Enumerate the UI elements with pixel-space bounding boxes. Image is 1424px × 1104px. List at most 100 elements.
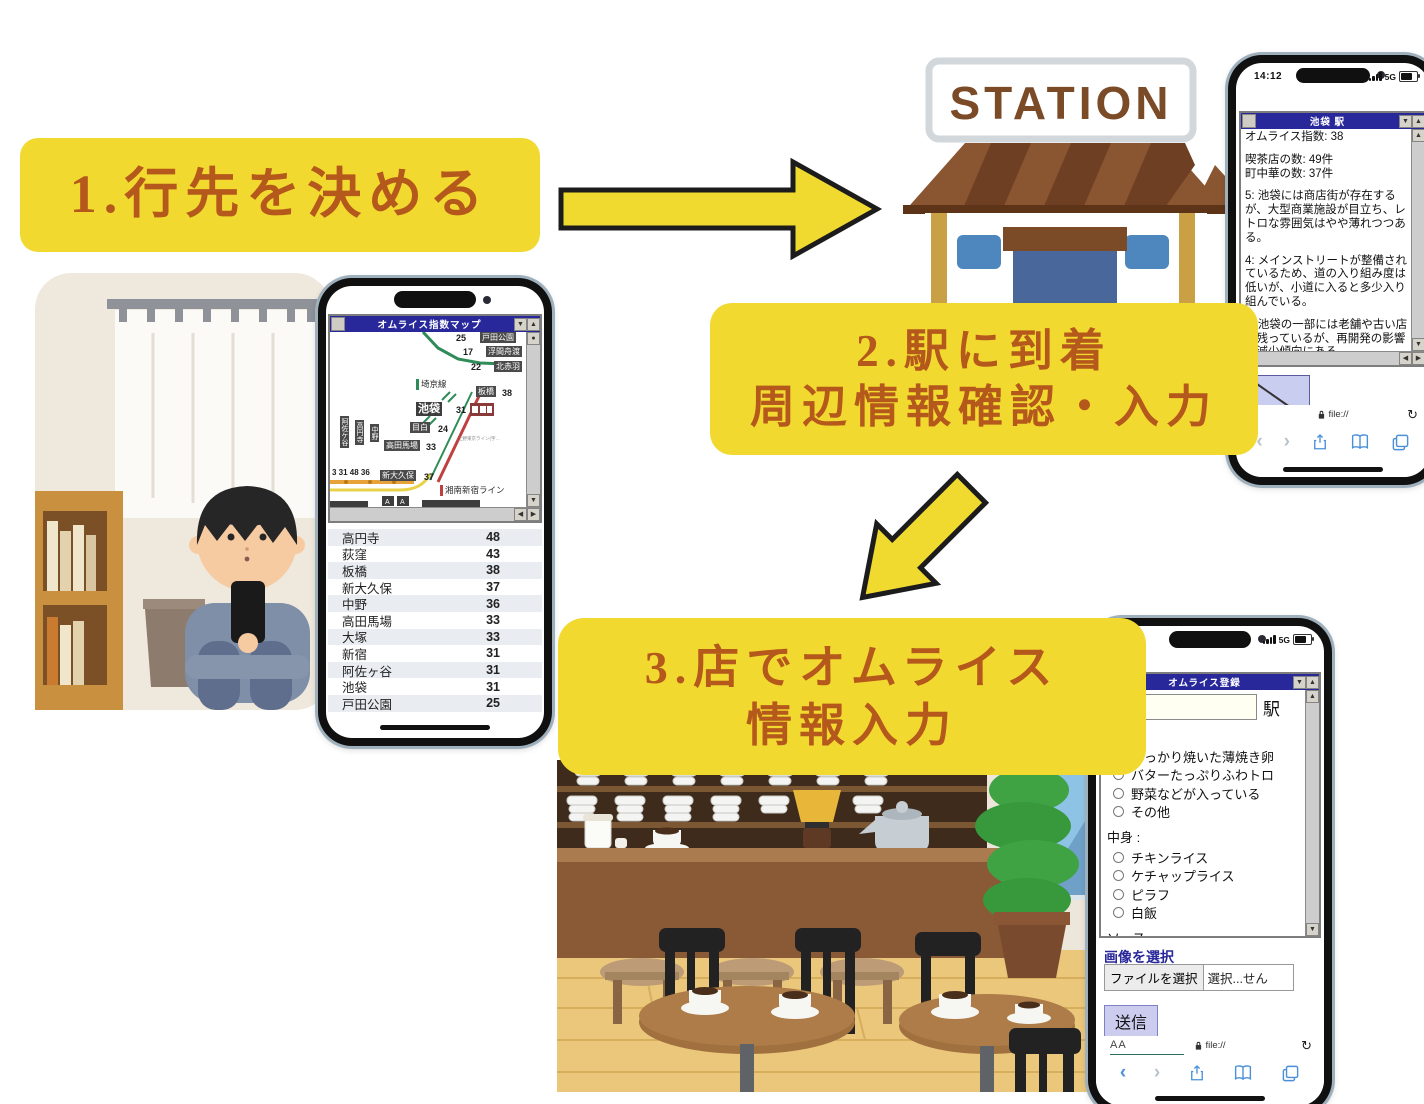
signal-icon <box>1368 72 1382 81</box>
radio-label: 野菜などが入っている <box>1131 786 1261 802</box>
dropdown-icon[interactable]: ▼ <box>1293 675 1306 689</box>
file-input[interactable]: ファイルを選択 選択...せん <box>1104 964 1294 991</box>
vertical-scrollbar[interactable]: ▲ ▼ <box>1305 690 1319 936</box>
url-field[interactable]: file:// <box>1317 409 1349 420</box>
scroll-up-icon[interactable]: ▲ <box>1306 675 1319 689</box>
map-note: 上野東京ライン(宇… <box>458 436 500 441</box>
map-value: 33 <box>426 442 437 452</box>
scroll-up-icon[interactable]: ▲ <box>527 317 540 331</box>
scroll-right-icon[interactable]: ▶ <box>1412 352 1424 365</box>
scroll-down-icon[interactable]: ▼ <box>1412 338 1424 351</box>
submit-button[interactable]: 送信 <box>1104 1005 1159 1037</box>
horizontal-scrollbar[interactable]: ◀ ▶ <box>1241 351 1424 365</box>
station-name: 荻窪 <box>342 548 368 563</box>
scroll-up-icon[interactable]: ▲ <box>1412 129 1424 142</box>
phone-map-screen: オムライス指数マップ ▼ ▲ <box>326 286 544 738</box>
step3-line2: 情報入力 <box>746 699 958 751</box>
list-item: 池袋 31 <box>328 678 542 696</box>
lock-icon <box>1195 1041 1202 1050</box>
radio-icon[interactable] <box>1113 870 1124 882</box>
home-indicator <box>380 725 490 730</box>
url-field[interactable]: file:// <box>1194 1040 1226 1051</box>
share-icon[interactable] <box>1188 1063 1206 1083</box>
forward-icon[interactable]: › <box>1283 431 1290 452</box>
forward-icon[interactable]: › <box>1153 1062 1161 1083</box>
scroll-up-icon[interactable]: ▲ <box>1306 690 1319 703</box>
radio-option[interactable]: ケチャップライス <box>1107 867 1303 886</box>
sauce-group-label: ソース : <box>1107 928 1303 936</box>
back-icon[interactable]: ‹ <box>1119 1062 1127 1083</box>
scroll-left-icon[interactable]: ◀ <box>514 508 527 521</box>
station-score: 38 <box>486 563 500 578</box>
station-illustration: STATION <box>895 35 1235 315</box>
phone-notch <box>394 291 476 308</box>
scroll-down-icon[interactable]: ▼ <box>1306 923 1319 936</box>
map-station-vertical: 阿佐ケ谷 <box>340 416 349 448</box>
station-name: 新宿 <box>342 647 368 662</box>
scroll-up-icon[interactable]: ▲ <box>1412 114 1424 128</box>
svg-text:A: A <box>400 499 405 506</box>
station-score: 36 <box>486 596 500 611</box>
window-menu-icon[interactable] <box>331 317 345 331</box>
info-paragraph: 5: 池袋には商店街が存在するが、大型商業施設が目立ち、レトロな雰囲気はやや薄れ… <box>1245 190 1406 244</box>
radio-option[interactable]: ピラフ <box>1107 885 1303 904</box>
arrow-right-icon <box>553 150 885 268</box>
map-line-label: 埼京線 <box>416 378 447 390</box>
scroll-left-icon[interactable]: ◀ <box>1399 352 1412 365</box>
radio-icon[interactable] <box>1113 888 1124 900</box>
scroll-down-icon[interactable]: ▼ <box>527 494 540 507</box>
radio-icon[interactable] <box>1113 787 1124 799</box>
bookmarks-icon[interactable] <box>1233 1064 1253 1082</box>
radio-icon[interactable] <box>1113 851 1124 863</box>
station-name: 池袋 <box>342 681 368 696</box>
station-score: 31 <box>486 646 500 661</box>
station-sign-text: STATION <box>949 77 1172 129</box>
map-station: 板橋 <box>476 386 496 397</box>
step2-banner: 2.駅に到着 周辺情報確認・入力 <box>710 303 1258 455</box>
radio-option[interactable]: チキンライス <box>1107 848 1303 867</box>
home-indicator <box>1155 1096 1265 1101</box>
dropdown-icon[interactable]: ▼ <box>1399 114 1412 128</box>
file-status-text: 選択...せん <box>1207 972 1268 986</box>
radio-icon[interactable] <box>1113 806 1124 818</box>
tabs-icon[interactable] <box>1391 433 1410 452</box>
radio-option[interactable]: その他 <box>1107 803 1303 822</box>
horizontal-scrollbar[interactable]: ◀ ▶ <box>330 507 540 521</box>
back-icon[interactable]: ‹ <box>1256 431 1263 452</box>
radio-option[interactable]: 野菜などが入っている <box>1107 784 1303 803</box>
scroll-thumb[interactable]: ● <box>527 332 540 345</box>
info-paragraph: 6: 池袋の一部には老舗や古い店が残っているが、再開発の影響で減少傾向にある。 <box>1245 318 1408 351</box>
radio-option[interactable]: 白飯 <box>1107 904 1303 923</box>
vertical-scrollbar[interactable]: ▲ ▼ <box>1411 129 1424 351</box>
station-window-title: 池袋 駅 <box>1309 117 1346 128</box>
window-menu-icon[interactable] <box>1242 114 1256 128</box>
vertical-scrollbar[interactable]: ● ▼ <box>526 332 540 507</box>
share-icon[interactable] <box>1311 432 1329 452</box>
bookmarks-icon[interactable] <box>1350 433 1370 451</box>
map-station: 新大久保 <box>380 470 416 481</box>
file-choose-button[interactable]: ファイルを選択 <box>1105 965 1204 990</box>
reload-icon[interactable]: ↻ <box>1301 1038 1312 1053</box>
reload-icon[interactable]: ↻ <box>1407 407 1418 422</box>
cafe-count: 喫茶店の数: 49件 <box>1245 153 1334 166</box>
reader-button[interactable]: AA <box>1110 1039 1184 1055</box>
station-name: 板橋 <box>342 564 368 579</box>
map-values-row: 3 31 48 36 <box>332 468 370 477</box>
radio-icon[interactable] <box>1113 907 1124 919</box>
map-window: オムライス指数マップ ▼ ▲ <box>328 314 542 523</box>
chinese-count: 町中華の数: 37件 <box>1245 167 1334 180</box>
map-station: 戸田公園 <box>480 332 516 343</box>
station-score: 31 <box>486 679 500 694</box>
dropdown-icon[interactable]: ▼ <box>514 317 527 331</box>
station-name: 高田馬場 <box>342 614 393 629</box>
tabs-icon[interactable] <box>1281 1064 1300 1083</box>
lock-icon <box>1318 410 1325 419</box>
phone-notch <box>1296 68 1370 83</box>
clock: 14:12 <box>1254 71 1283 82</box>
scroll-right-icon[interactable]: ▶ <box>527 508 540 521</box>
